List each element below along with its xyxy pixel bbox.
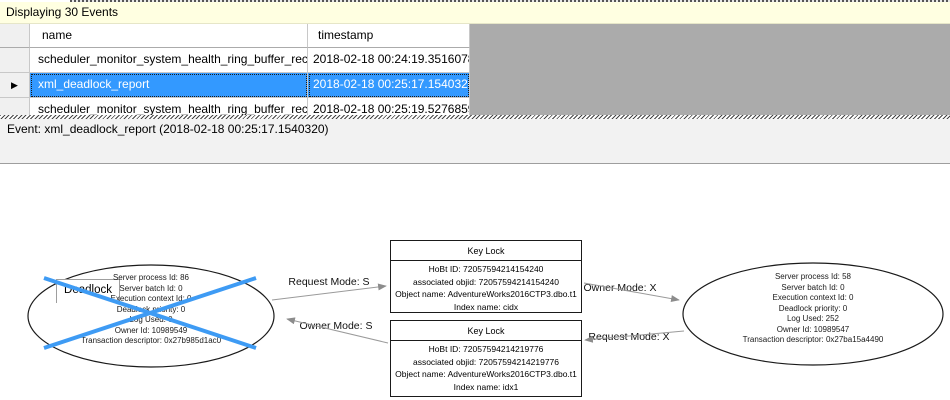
event-name-cell[interactable]: scheduler_monitor_system_health_ring_buf… (30, 98, 308, 115)
process-node-victim[interactable]: Server process Id: 86 Server batch Id: 0… (80, 273, 222, 345)
event-row-selected[interactable]: ▶ xml_deadlock_report 2018-02-18 00:25:1… (0, 73, 470, 98)
top-splitter[interactable] (70, 0, 950, 2)
resource-title: Key Lock (391, 321, 581, 341)
event-row[interactable]: scheduler_monitor_system_health_ring_buf… (0, 98, 470, 115)
resource-title: Key Lock (391, 241, 581, 261)
grid-header-row: name timestamp (0, 24, 470, 48)
gutter-header-cell (0, 24, 30, 48)
event-timestamp-cell[interactable]: 2018-02-18 00:24:19.3516078 (308, 48, 470, 73)
event-timestamp-cell[interactable]: 2018-02-18 00:25:17.1540320 (308, 73, 470, 98)
edge-label-owner-s: Owner Mode: S (299, 320, 373, 332)
event-timestamp-cell[interactable]: 2018-02-18 00:25:19.5276859 (308, 98, 470, 115)
event-detail-bar: Event: xml_deadlock_report (2018-02-18 0… (0, 119, 950, 139)
current-row-indicator-icon: ▶ (11, 80, 18, 90)
edge-label-request-s: Request Mode: S (288, 276, 370, 288)
events-grid: name timestamp scheduler_monitor_system_… (0, 24, 950, 115)
edge-request-s (271, 283, 387, 301)
resource-node-keylock-idx1[interactable]: Key Lock HoBt ID: 72057594214219776 asso… (390, 320, 582, 397)
row-gutter-cell (0, 98, 30, 115)
row-gutter-cell (0, 48, 30, 73)
edge-label-owner-x: Owner Mode: X (583, 282, 657, 294)
events-count-label: Displaying 30 Events (6, 5, 119, 19)
event-row[interactable]: scheduler_monitor_system_health_ring_buf… (0, 48, 470, 73)
tab-strip: Details Deadlock (0, 139, 950, 303)
deadlock-graph-canvas: Server process Id: 86 Server batch Id: 0… (0, 164, 950, 400)
event-name-cell[interactable]: xml_deadlock_report (30, 73, 308, 98)
process-node-survivor[interactable]: Server process Id: 58 Server batch Id: 0… (742, 272, 884, 344)
horizontal-splitter[interactable] (0, 115, 950, 119)
event-detail-label: Event: xml_deadlock_report (2018-02-18 0… (7, 122, 329, 136)
events-count-bar: Displaying 30 Events (0, 2, 950, 24)
tab-content-border (0, 163, 950, 164)
resource-node-keylock-cidx[interactable]: Key Lock HoBt ID: 72057594214154240 asso… (390, 240, 582, 313)
event-name-cell[interactable]: scheduler_monitor_system_health_ring_buf… (30, 48, 308, 73)
column-header-timestamp[interactable]: timestamp (308, 24, 470, 48)
edge-label-request-x: Request Mode: X (588, 331, 670, 343)
row-gutter-cell: ▶ (0, 73, 30, 98)
column-header-name[interactable]: name (30, 24, 308, 48)
